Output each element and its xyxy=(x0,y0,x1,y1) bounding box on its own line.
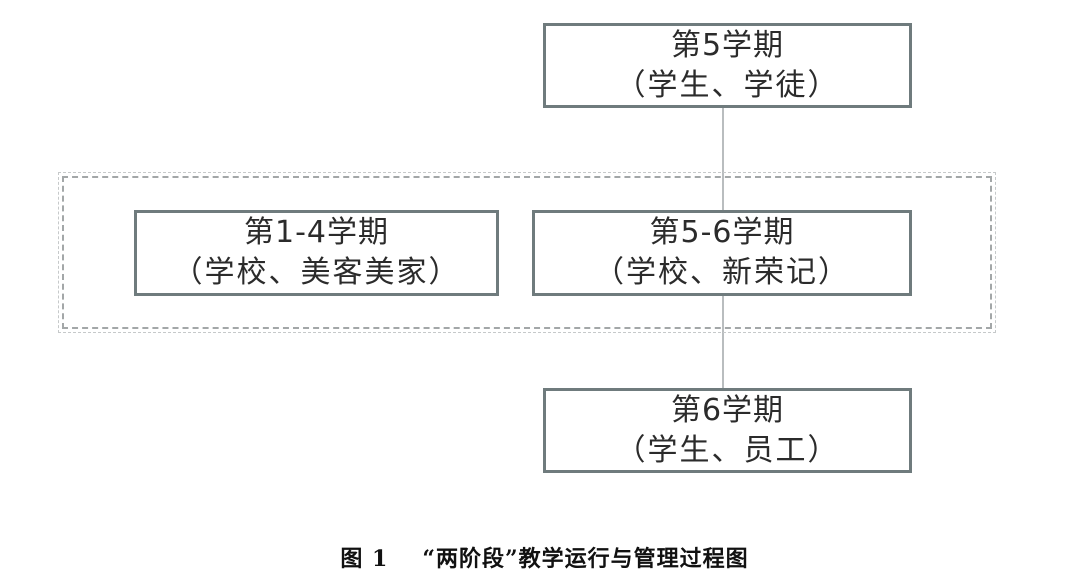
semester6-roles: （学生、员工） xyxy=(615,432,840,468)
semester5-6-box: 第5-6学期 （学校、新荣记） xyxy=(532,210,912,296)
semester5-roles: （学生、学徒） xyxy=(615,67,840,103)
semester5-box: 第5学期 （学生、学徒） xyxy=(543,23,912,108)
semester1-4-box: 第1-4学期 （学校、美客美家） xyxy=(134,210,499,296)
stage-group-frame xyxy=(58,172,996,333)
semester5-6-title: 第5-6学期 xyxy=(649,215,795,250)
figure-title: “两阶段”教学运行与管理过程图 xyxy=(422,546,749,572)
connector-semester5-to-semester5-6 xyxy=(722,107,724,210)
semester6-title: 第6学期 xyxy=(670,392,785,428)
semester1-4-title: 第1-4学期 xyxy=(244,215,389,250)
figure-caption: 图 1 “两阶段”教学运行与管理过程图 xyxy=(0,541,1089,573)
connector-semester5-6-to-semester6 xyxy=(722,296,724,388)
semester5-6-roles: （学校、新荣记） xyxy=(594,255,850,290)
semester1-4-roles: （学校、美客美家） xyxy=(172,255,461,290)
semester6-box: 第6学期 （学生、员工） xyxy=(543,388,912,473)
figure-number: 图 1 xyxy=(340,546,389,572)
semester5-title: 第5学期 xyxy=(670,27,785,63)
